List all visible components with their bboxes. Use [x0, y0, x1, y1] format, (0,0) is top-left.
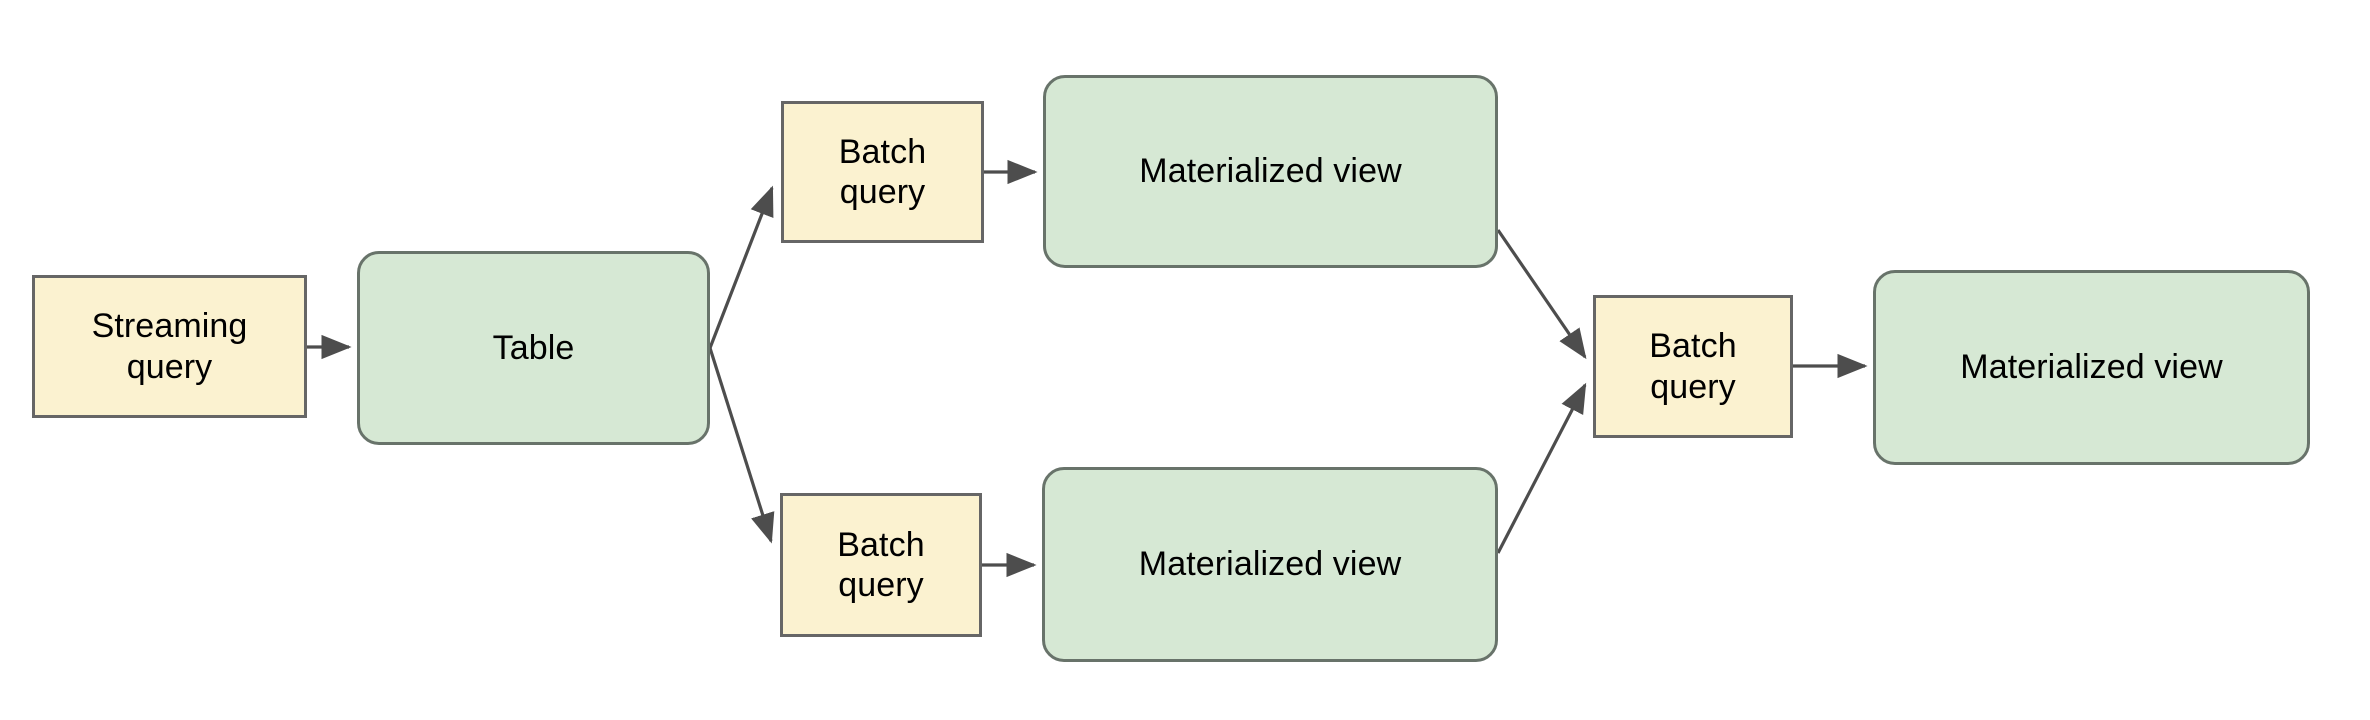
node-label-materialized-view-bottom: Materialized view	[1138, 545, 1402, 584]
node-materialized-view-right[interactable]: Materialized view	[1873, 270, 2310, 465]
node-label-batch-query-bottom: Batch query	[837, 525, 925, 604]
node-label-streaming-query: Streaming query	[91, 307, 248, 386]
node-materialized-view-top[interactable]: Materialized view	[1043, 75, 1498, 268]
edge-table-to-batch-query-top	[708, 185, 774, 349]
edge-materialized-view-bottom-to-batch-query-center	[1496, 382, 1587, 554]
node-batch-query-bottom[interactable]: Batch query	[780, 493, 982, 637]
node-label-materialized-view-right: Materialized view	[1960, 348, 2223, 387]
node-materialized-view-bottom[interactable]: Materialized view	[1042, 467, 1498, 662]
node-streaming-query[interactable]: Streaming query	[32, 275, 307, 418]
node-batch-query-center[interactable]: Batch query	[1593, 295, 1793, 438]
edge-table-to-batch-query-bottom	[708, 347, 775, 544]
edge-materialized-view-top-to-batch-query-center	[1496, 229, 1587, 360]
node-label-batch-query-center: Batch query	[1649, 327, 1737, 406]
node-label-batch-query-top: Batch query	[838, 132, 927, 211]
node-table[interactable]: Table	[357, 251, 710, 445]
node-label-materialized-view-top: Materialized view	[1139, 152, 1402, 191]
node-batch-query-top[interactable]: Batch query	[781, 101, 984, 243]
node-label-table: Table	[492, 328, 575, 367]
